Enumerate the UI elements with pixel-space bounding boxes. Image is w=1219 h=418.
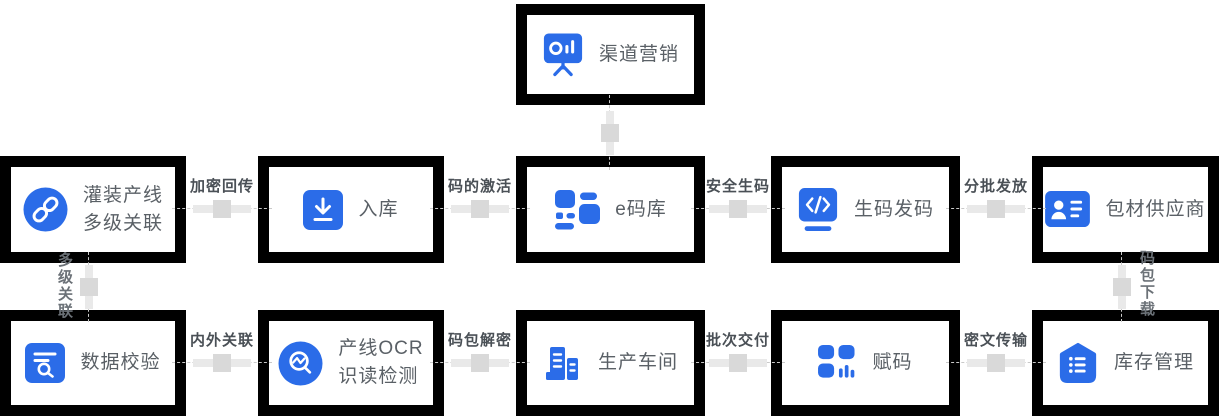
connector-label: 码的激活 <box>447 178 513 195</box>
node-production-workshop: 生产车间 <box>516 310 705 416</box>
factory-building-icon <box>543 343 583 383</box>
qr-blocks-icon <box>818 345 857 381</box>
node-line-ocr: 产线OCR 识读检测 <box>258 310 444 416</box>
document-search-icon <box>25 343 66 383</box>
connector-label: 内外关联 <box>189 332 255 349</box>
code-tag-icon <box>797 187 839 232</box>
connector-label: 批次交付 <box>705 332 771 349</box>
connector-node-square <box>601 123 619 142</box>
node-label: 赋码 <box>872 352 913 374</box>
connector-node-square <box>729 200 747 218</box>
node-label: 生码发码 <box>853 198 934 220</box>
chain-link-icon <box>23 187 68 232</box>
connector-label-multi-level-association: 多级关联 <box>56 252 73 320</box>
connector-node-square <box>471 354 489 372</box>
node-warehouse-in: 入库 <box>258 156 444 263</box>
node-label: 数据校验 <box>80 352 161 374</box>
connector-node-square <box>213 200 231 218</box>
node-filling-line-association: 灌装产线 多级关联 <box>0 156 186 263</box>
connector-node-square <box>471 200 489 218</box>
node-label-line2: 多级关联 <box>82 212 163 234</box>
connector-label: 加密回传 <box>189 178 255 195</box>
id-card-icon <box>1045 191 1091 228</box>
node-packaging-supplier: 包材供应商 <box>1032 156 1219 263</box>
connector-node-square <box>1113 278 1131 296</box>
ocr-magnifier-icon <box>278 340 323 386</box>
connector-label: 分批发放 <box>963 178 1029 195</box>
connector-label: 码包解密 <box>447 332 513 349</box>
node-data-validation: 数据校验 <box>0 310 186 416</box>
connector-node-square <box>80 278 98 296</box>
node-label: 渠道营销 <box>598 43 679 65</box>
connector-label: 安全生码 <box>705 178 771 195</box>
connector-node-square <box>987 354 1005 372</box>
connector-label: 密文传输 <box>963 332 1029 349</box>
node-code-assignment: 赋码 <box>771 310 960 416</box>
node-label: 库存管理 <box>1113 352 1194 374</box>
node-label: 生产车间 <box>597 352 678 374</box>
node-label: 入库 <box>358 198 399 220</box>
node-label-line2: 识读检测 <box>338 366 419 387</box>
node-label: 包材供应商 <box>1105 198 1206 220</box>
node-channel-marketing: 渠道营销 <box>516 4 705 105</box>
node-code-generation: 生码发码 <box>771 156 960 263</box>
warehouse-list-icon <box>1057 342 1099 384</box>
node-label: e码库 <box>615 198 667 220</box>
node-e-code-library: e码库 <box>516 156 705 263</box>
connector-node-square <box>987 200 1005 218</box>
presentation-chart-icon <box>542 32 584 77</box>
connector-node-square <box>729 354 747 372</box>
node-label: 产线OCR <box>338 338 424 360</box>
download-tray-icon <box>303 189 344 230</box>
code-library-icon <box>554 189 601 230</box>
node-inventory-management: 库存管理 <box>1032 310 1219 416</box>
node-label: 灌装产线 <box>82 184 163 206</box>
connector-label-code-package-download: 码包下载 <box>1138 250 1155 318</box>
connector-node-square <box>213 354 231 372</box>
